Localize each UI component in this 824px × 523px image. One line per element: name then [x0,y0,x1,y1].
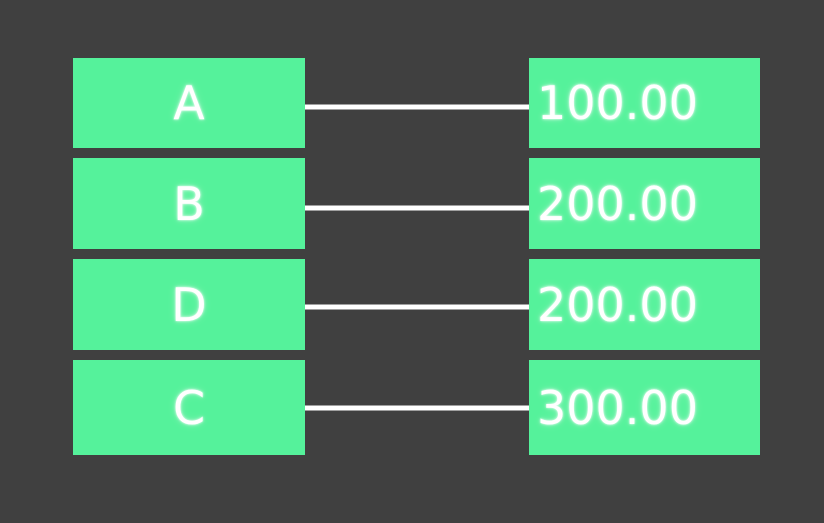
sankey-node-source-d[interactable]: D [73,259,305,350]
sankey-node-source-a[interactable]: A [73,58,305,148]
sankey-node-target-3[interactable]: 200.00 [529,259,760,350]
sankey-node-value-label: 200.00 [537,277,698,332]
sankey-node-target-4[interactable]: 300.00 [529,360,760,455]
sankey-node-value-label: 100.00 [537,76,698,130]
sankey-node-source-c[interactable]: C [73,360,305,455]
sankey-node-value-label: 300.00 [537,380,698,435]
sankey-node-label: A [173,76,205,130]
sankey-node-label: C [172,380,206,435]
sankey-node-source-b[interactable]: B [73,158,305,249]
sankey-node-label: D [171,277,207,332]
sankey-node-label: B [173,176,205,231]
sankey-node-target-1[interactable]: 100.00 [529,58,760,148]
sankey-node-value-label: 200.00 [537,176,698,231]
sankey-node-target-2[interactable]: 200.00 [529,158,760,249]
